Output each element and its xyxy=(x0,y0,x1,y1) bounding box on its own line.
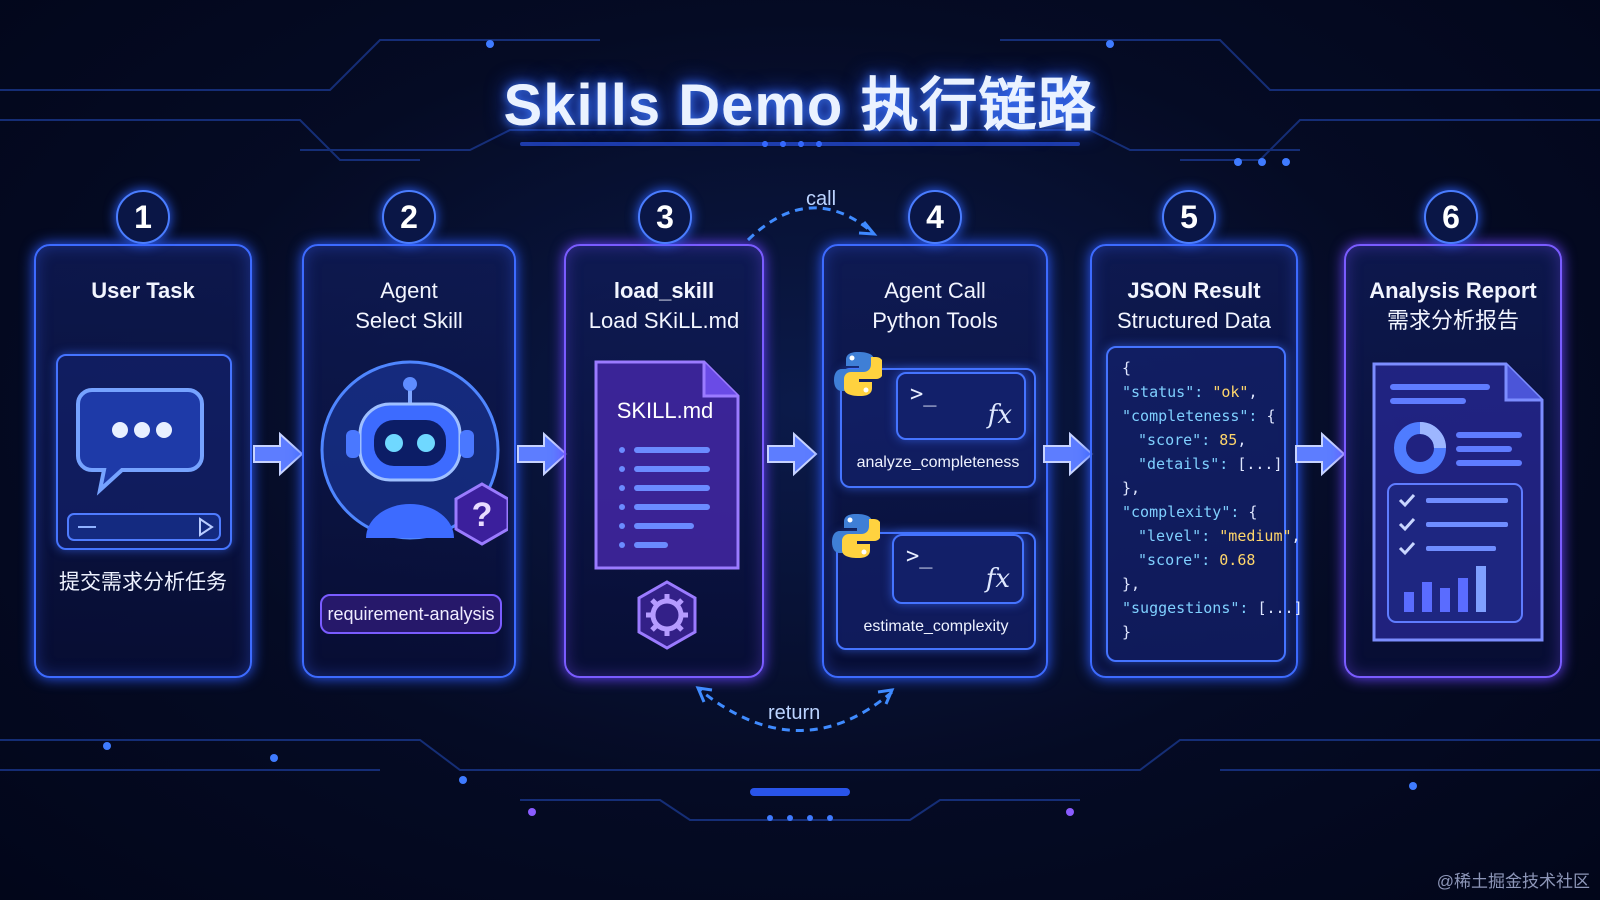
flow-arrow-icon xyxy=(253,431,304,477)
step-title: Analysis Report xyxy=(1369,278,1537,303)
json-line: "score": 85, xyxy=(1138,431,1247,449)
json-line: "completeness": { xyxy=(1122,407,1276,425)
json-line: "suggestions": [...] xyxy=(1122,599,1303,617)
json-code-panel: { "status": "ok", "completeness": { "score"… xyxy=(1106,346,1303,662)
skill-document-icon xyxy=(594,360,740,570)
json-line: "status": "ok", xyxy=(1122,383,1258,401)
step-badge-4: 4 xyxy=(908,190,962,244)
step-badge-2: 2 xyxy=(382,190,436,244)
robot-icon: ? xyxy=(320,360,508,546)
gear-icon xyxy=(637,580,697,650)
step-card-agent-call: Agent Call Python Tools >_ fx analyze_co… xyxy=(822,244,1048,678)
json-code-block: { "status": "ok", "completeness": { "score"… xyxy=(1122,356,1303,644)
report-document-icon xyxy=(1372,362,1544,642)
step-title: Agent Call xyxy=(884,278,986,303)
json-line: "details": [...] xyxy=(1138,455,1283,473)
step-title: load_skill xyxy=(613,278,715,303)
json-line: { xyxy=(1122,359,1132,377)
chat-panel xyxy=(56,354,232,550)
return-label: return xyxy=(768,702,821,724)
step-badge-3: 3 xyxy=(638,190,692,244)
step-badge-1: 1 xyxy=(116,190,170,244)
terminal-window: >_ fx xyxy=(892,534,1024,604)
function-icon: fx xyxy=(985,564,1010,594)
step-badge-6: 6 xyxy=(1424,190,1478,244)
python-logo-icon xyxy=(834,352,882,396)
step-card-json-result: JSON Result Structured Data { "status": "… xyxy=(1090,244,1303,678)
chat-bubble-icon xyxy=(67,388,221,541)
flow-arrow-icon xyxy=(517,431,568,477)
skill-document-label: SKILL.md xyxy=(616,398,714,423)
flow-arrow-icon xyxy=(1043,431,1094,477)
flow-arrow-icon xyxy=(767,431,818,477)
step-subtitle: Python Tools xyxy=(872,308,998,333)
call-label: call xyxy=(806,188,837,210)
step-caption: 提交需求分析任务 xyxy=(59,571,227,594)
skill-name-pill: requirement-analysis xyxy=(320,594,502,634)
json-line: "level": "medium", xyxy=(1138,527,1301,545)
flow-arrow-icon xyxy=(1295,431,1346,477)
python-logo-icon xyxy=(832,514,880,558)
watermark: @稀土掘金技术社区 xyxy=(1436,872,1590,891)
step-card-analysis-report: Analysis Report 需求分析报告 xyxy=(1344,244,1562,678)
json-line: }, xyxy=(1122,479,1141,497)
terminal-icon: >_ xyxy=(910,382,937,407)
step-card-user-task: User Task 提交需求分析任务 xyxy=(34,244,252,678)
json-line: "score": 0.68 xyxy=(1138,551,1256,569)
step-subtitle: 需求分析报告 xyxy=(1386,308,1519,333)
step-title: JSON Result xyxy=(1127,278,1261,303)
step-badge-5: 5 xyxy=(1162,190,1216,244)
json-line: } xyxy=(1122,623,1132,641)
tool-card-analyze-completeness: >_ fx analyze_completeness xyxy=(840,368,1036,488)
json-line: "complexity": { xyxy=(1122,503,1258,521)
step-card-load-skill: load_skill Load SKiLL.md SKILL.md xyxy=(564,244,764,678)
terminal-icon: >_ xyxy=(906,544,933,569)
step-title: Agent xyxy=(380,278,438,303)
function-icon: fx xyxy=(987,400,1012,430)
step-subtitle: Load SKiLL.md xyxy=(588,308,740,333)
svg-text:?: ? xyxy=(472,496,493,534)
page-title: Skills Demo 执行链路 xyxy=(503,73,1097,138)
tool-name: estimate_complexity xyxy=(863,618,1009,635)
tool-name: analyze_completeness xyxy=(856,454,1020,471)
step-subtitle: Structured Data xyxy=(1116,308,1272,333)
json-line: }, xyxy=(1122,575,1141,593)
step-card-agent: Agent Select Skill ? requirement-analysi… xyxy=(302,244,516,678)
step-title: User Task xyxy=(91,278,195,303)
step-subtitle: Select Skill xyxy=(355,308,463,333)
terminal-window: >_ fx xyxy=(896,372,1026,440)
